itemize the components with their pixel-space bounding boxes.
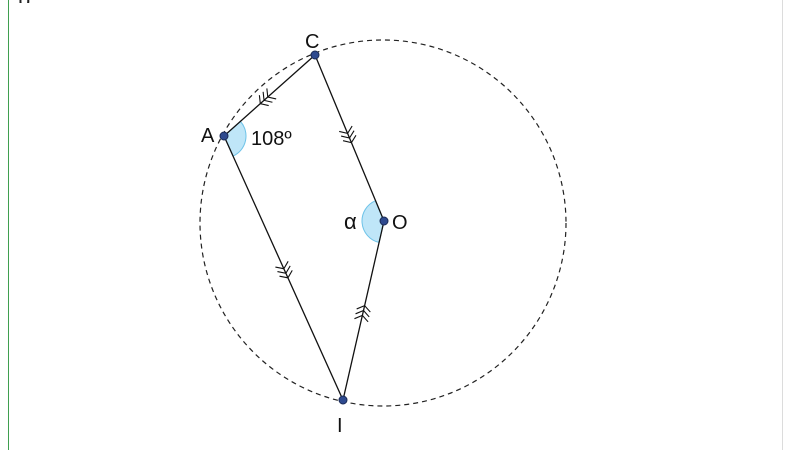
tick-mark <box>277 265 291 274</box>
tick-mark <box>266 88 277 100</box>
tick-marks-oi <box>354 304 371 323</box>
tick-marks-ac <box>258 88 277 107</box>
angle-o-label: α <box>344 209 357 234</box>
tick-mark <box>355 309 370 318</box>
tick-mark <box>339 125 353 135</box>
tick-mark <box>342 135 357 144</box>
dashed-circle <box>199 39 567 407</box>
tick-marks-ai <box>275 261 293 279</box>
clipped-top-text: p , <box>18 0 258 3</box>
point-o <box>379 216 389 226</box>
label-a: A <box>201 125 215 147</box>
point-i <box>338 395 348 405</box>
tick-mark <box>354 314 369 323</box>
label-i: I <box>337 415 343 437</box>
angle-o-wedge <box>361 200 385 244</box>
tick-mark <box>340 130 355 139</box>
right-margin-rule <box>782 0 783 450</box>
tick-mark <box>258 95 269 107</box>
tick-mark <box>275 261 289 270</box>
tick-mark <box>356 304 371 313</box>
tick-mark <box>279 270 293 279</box>
side-ai <box>223 135 344 401</box>
left-margin-rule <box>8 0 9 450</box>
tick-mark <box>262 91 273 103</box>
label-c: C <box>305 31 319 53</box>
tick-marks-co <box>339 125 357 144</box>
label-o: O <box>392 212 408 234</box>
side-ac <box>223 54 316 137</box>
point-c <box>310 50 320 60</box>
angle-a-label: 108º <box>251 128 292 150</box>
clipped-top-text-content: p , <box>18 0 42 3</box>
point-a <box>219 131 229 141</box>
